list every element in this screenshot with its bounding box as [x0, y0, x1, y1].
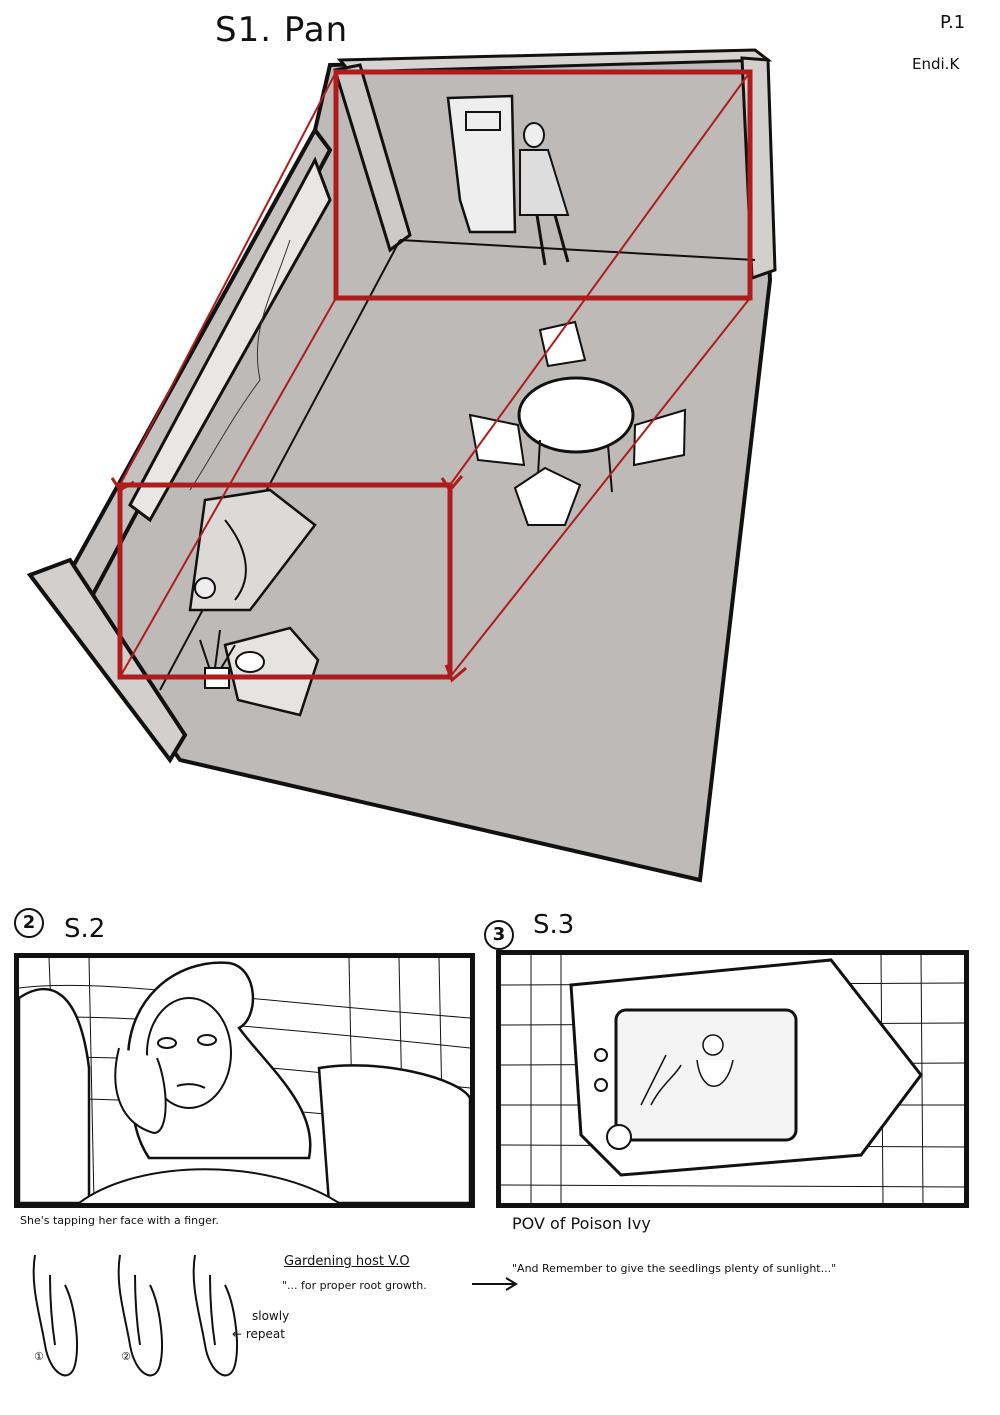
- standing-man: [519, 122, 570, 266]
- shot3-caption: POV of Poison Ivy: [512, 1214, 651, 1233]
- couch-back: [19, 987, 91, 1203]
- shot3-label: S.3: [533, 910, 575, 940]
- camera-path-arrows: [110, 475, 467, 683]
- shot2-circle-number: 2: [14, 908, 44, 938]
- shot2-caption: She's tapping her face with a finger.: [20, 1214, 219, 1227]
- couch: [188, 488, 317, 612]
- woman-face: [146, 997, 232, 1109]
- front-wall-stub: [26, 557, 188, 764]
- shot2-sketch: [19, 958, 470, 1203]
- hand-note-repeat: ← repeat: [232, 1327, 285, 1341]
- camera-end-frame: [117, 482, 453, 680]
- hand-sketch-3: [192, 1254, 238, 1377]
- room-pan-diagram: [26, 48, 777, 883]
- window: [128, 156, 332, 523]
- hand-step-1: ①: [34, 1350, 44, 1363]
- tv-cabinet: [223, 626, 320, 717]
- chair-left: [468, 413, 526, 467]
- woman-hand: [114, 1047, 167, 1135]
- artist-name: Endi.K: [912, 55, 960, 73]
- left-wall-segment: [333, 63, 412, 253]
- hand-step-2: ②: [121, 1350, 131, 1363]
- hand-note-slowly: slowly: [252, 1309, 290, 1323]
- dialogue-line-2: "And Remember to give the seedlings plen…: [512, 1262, 837, 1275]
- chair-front: [513, 466, 582, 526]
- shot2-label: S.2: [64, 914, 106, 944]
- page-number: P.1: [940, 12, 966, 33]
- door-window: [465, 111, 501, 131]
- hand-gesture-sequence: [32, 1254, 238, 1377]
- shot3-sketch: [501, 955, 964, 1203]
- shot3-panel: [496, 950, 969, 1208]
- chair-right: [632, 408, 687, 467]
- camera-path-lines: [119, 71, 751, 678]
- hand-sketch-1: [32, 1254, 78, 1377]
- dialogue-line-1: "... for proper root growth.: [282, 1279, 427, 1292]
- dialogue-arrow: [472, 1277, 518, 1291]
- couch-arm: [317, 1064, 470, 1203]
- shot2-panel: [14, 953, 475, 1208]
- round-table: [517, 376, 635, 454]
- tv-dial: [606, 1124, 632, 1150]
- camera-start-frame: [333, 69, 753, 301]
- dialogue-speaker: Gardening host V.O: [284, 1254, 410, 1269]
- sheet-title: S1. Pan: [215, 10, 349, 50]
- shot3-circle-number: 3: [484, 920, 514, 950]
- hand-sketch-2: [117, 1254, 163, 1377]
